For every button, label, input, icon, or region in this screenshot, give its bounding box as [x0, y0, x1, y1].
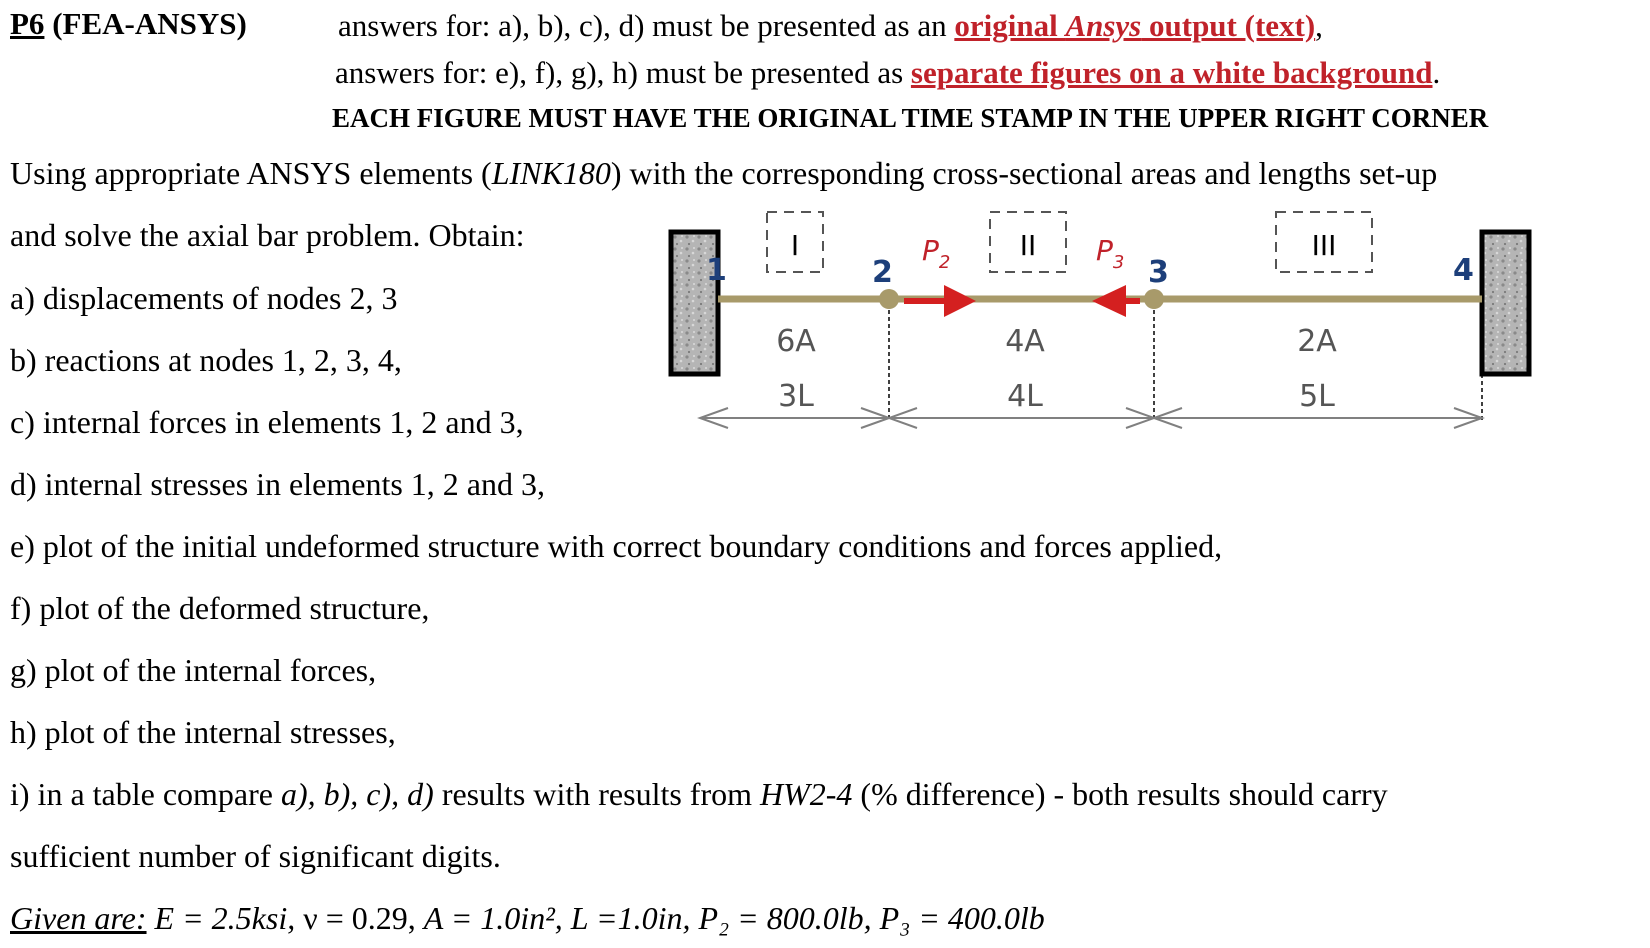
- load-arrowhead-p2: [944, 285, 976, 317]
- given-values: Given are: E = 2.5ksi, ν = 0.29, A = 1.0…: [10, 900, 1045, 936]
- right-wall: [1479, 229, 1532, 377]
- intro-line-1: Using appropriate ANSYS elements (LINK18…: [10, 155, 1438, 191]
- left-wall: [668, 229, 721, 377]
- node-label-2: 2: [872, 255, 893, 290]
- element-label-1: I: [791, 229, 799, 262]
- timestamp-note: EACH FIGURE MUST HAVE THE ORIGINAL TIME …: [332, 103, 1489, 133]
- list-item: sufficient number of significant digits.: [10, 838, 501, 874]
- length-label-1: 3L: [778, 379, 814, 414]
- axial-bar-diagram: I II III 1 2 3 4 P2 P3 6A 4A 2A 3L 4L 5L: [668, 211, 1532, 429]
- length-label-2: 4L: [1007, 379, 1043, 414]
- element-box-3: [1275, 211, 1373, 273]
- problem-title: P6 (FEA-ANSYS): [10, 6, 247, 41]
- area-label-2: 4A: [1005, 324, 1045, 359]
- element-box-2: [989, 211, 1067, 273]
- area-label-3: 2A: [1297, 324, 1337, 359]
- list-item: g) plot of the internal forces,: [10, 652, 377, 688]
- load-arrowhead-p3: [1092, 285, 1126, 317]
- list-item: f) plot of the deformed structure,: [10, 590, 430, 626]
- instruction-line-1: answers for: a), b), c), d) must be pres…: [338, 8, 1323, 43]
- node-label-1: 1: [706, 253, 727, 288]
- element-label-3: III: [1312, 229, 1337, 262]
- node-label-4: 4: [1453, 253, 1474, 288]
- element-box-1: [766, 211, 824, 273]
- list-item: i) in a table compare a), b), c), d) res…: [10, 776, 1388, 812]
- list-item: h) plot of the internal stresses,: [10, 714, 396, 750]
- list-item: c) internal forces in elements 1, 2 and …: [10, 404, 524, 440]
- list-item: a) displacements of nodes 2, 3: [10, 280, 398, 316]
- intro-line-2: and solve the axial bar problem. Obtain:: [10, 217, 525, 253]
- load-label-p2: P2: [922, 234, 950, 273]
- list-item: b) reactions at nodes 1, 2, 3, 4,: [10, 342, 402, 378]
- load-label-p3: P3: [1096, 234, 1124, 273]
- element-label-2: II: [1020, 229, 1037, 262]
- list-item: e) plot of the initial undeformed struct…: [10, 528, 1223, 564]
- instruction-line-2: answers for: e), f), g), h) must be pres…: [335, 55, 1441, 90]
- node-3-marker: [1144, 289, 1164, 309]
- node-label-3: 3: [1148, 255, 1169, 290]
- area-label-1: 6A: [776, 324, 816, 359]
- list-item: d) internal stresses in elements 1, 2 an…: [10, 466, 545, 502]
- length-label-3: 5L: [1299, 379, 1335, 414]
- node-2-marker: [879, 289, 899, 309]
